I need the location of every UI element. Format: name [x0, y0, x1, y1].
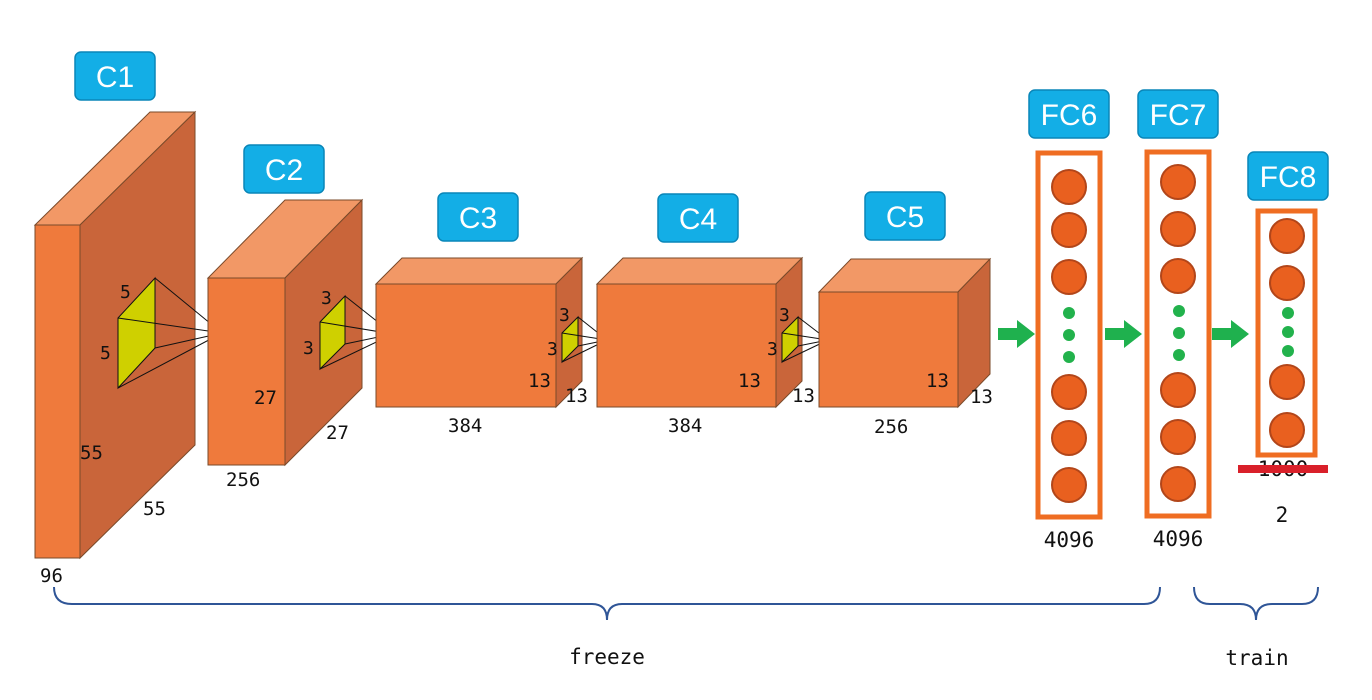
- c2-height-label: 27: [254, 387, 277, 409]
- c5-block: [817, 257, 992, 409]
- fc6-neuron: [1051, 169, 1087, 205]
- c3-block: [374, 256, 584, 409]
- svg-text:C2: C2: [265, 154, 303, 187]
- fc6-ellipsis-dot: [1063, 329, 1075, 341]
- c3-width-label: 13: [565, 385, 588, 407]
- fc6-tag: FC6: [1028, 89, 1110, 139]
- c5-width-label: 13: [970, 386, 993, 408]
- c4-top-face: [595, 257, 804, 285]
- arrow-fc7-fc8: [1212, 320, 1249, 348]
- c4-width-label: 13: [792, 385, 815, 407]
- fc7-ellipsis-dot: [1173, 349, 1185, 361]
- c2-kernel-width: 3: [303, 338, 314, 359]
- c2-tag: C2: [243, 144, 325, 194]
- c5-front-face: [818, 291, 959, 408]
- c4-kernel-width: 3: [767, 339, 778, 360]
- fc7-units-label: 4096: [1153, 527, 1204, 551]
- svg-text:C1: C1: [96, 61, 134, 94]
- c3-front-face: [375, 283, 557, 408]
- svg-text:C3: C3: [459, 202, 497, 235]
- freeze-brace: [53, 586, 1161, 621]
- c3-tag: C3: [437, 192, 519, 242]
- c4-height-label: 13: [738, 370, 761, 392]
- c5-depth-label: 256: [874, 416, 908, 438]
- fc8-neuron: [1269, 265, 1305, 301]
- fc6-neuron: [1051, 420, 1087, 456]
- c4-depth-label: 384: [668, 415, 702, 437]
- fc7-layer-box: [1144, 149, 1212, 519]
- c3-kernel-height: 3: [559, 305, 570, 326]
- c2-kernel-height: 3: [321, 288, 332, 309]
- arrow-fc6-fc7: [1105, 320, 1142, 348]
- fc6-neuron: [1051, 259, 1087, 295]
- c1-kernel-width: 5: [100, 343, 111, 364]
- c1-front-face: [34, 224, 81, 559]
- fc6-units-label: 4096: [1044, 528, 1095, 552]
- fc7-neuron: [1160, 466, 1196, 502]
- fc8-new-units-label: 2: [1276, 503, 1289, 527]
- fc7-ellipsis-dot: [1173, 305, 1185, 317]
- fc8-neuron: [1269, 364, 1305, 400]
- fc7-neurons: [1160, 164, 1196, 502]
- train-label: train: [1225, 646, 1288, 670]
- c1-tag: C1: [74, 51, 156, 101]
- fc7-ellipsis-dot: [1173, 327, 1185, 339]
- fc8-neuron: [1269, 412, 1305, 448]
- c3-depth-label: 384: [448, 415, 482, 437]
- fc8-ellipsis-dot: [1282, 307, 1294, 319]
- c1-width-label: 55: [143, 498, 166, 520]
- arrow-c5-fc6: [998, 320, 1035, 348]
- c5-height-label: 13: [926, 370, 949, 392]
- fc6-neuron: [1051, 467, 1087, 503]
- freeze-label: freeze: [569, 645, 645, 669]
- c5-tag: C5: [864, 191, 946, 241]
- svg-text:C5: C5: [886, 201, 924, 234]
- fc7-neuron: [1160, 372, 1196, 408]
- fc8-ellipsis-dot: [1282, 345, 1294, 357]
- fc8-strike-bar: [1238, 465, 1328, 473]
- svg-text:FC7: FC7: [1150, 99, 1207, 132]
- fc6-ellipsis-dot: [1063, 351, 1075, 363]
- fc8-layer-box: [1255, 208, 1318, 458]
- fc8-neuron: [1269, 218, 1305, 254]
- fc7-neuron: [1160, 164, 1196, 200]
- c4-kernel-height: 3: [779, 305, 790, 326]
- c2-front-face: [207, 277, 286, 466]
- fc8-tag: FC8: [1247, 151, 1329, 201]
- fc7-neuron: [1160, 258, 1196, 294]
- c1-depth-label: 96: [40, 565, 63, 587]
- fc7-tag: FC7: [1137, 89, 1219, 139]
- c2-depth-label: 256: [226, 469, 260, 491]
- c4-front-face: [596, 283, 777, 408]
- fc7-neuron: [1160, 419, 1196, 455]
- fc8-neurons: [1269, 218, 1305, 448]
- c3-height-label: 13: [528, 370, 551, 392]
- c3-kernel-width: 3: [547, 339, 558, 360]
- c1-kernel-height: 5: [120, 282, 131, 303]
- fc6-ellipsis-dot: [1063, 307, 1075, 319]
- fc6-neurons: [1051, 169, 1087, 503]
- svg-text:C4: C4: [679, 203, 717, 236]
- c3-top-face: [374, 257, 584, 285]
- c4-tag: C4: [657, 193, 739, 243]
- c1-height-label: 55: [80, 442, 103, 464]
- c4-block: [595, 256, 804, 409]
- c1-block: [33, 110, 197, 560]
- fc7-neuron: [1160, 211, 1196, 247]
- svg-text:FC6: FC6: [1041, 99, 1098, 132]
- c2-width-label: 27: [326, 422, 349, 444]
- train-brace: [1193, 586, 1319, 621]
- fc8-ellipsis-dot: [1282, 326, 1294, 338]
- fc6-layer-box: [1035, 150, 1103, 520]
- fc6-neuron: [1051, 374, 1087, 410]
- fc6-neuron: [1051, 212, 1087, 248]
- svg-text:FC8: FC8: [1260, 161, 1317, 194]
